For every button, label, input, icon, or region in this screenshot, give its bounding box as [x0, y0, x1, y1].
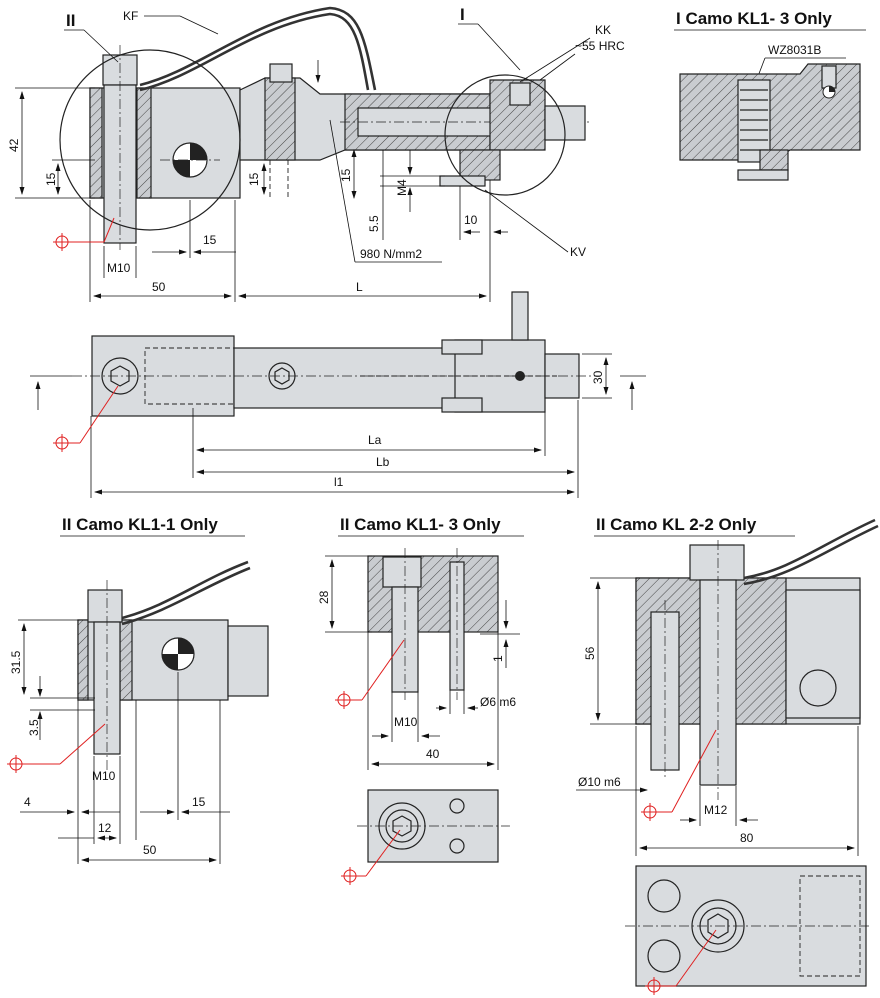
weld-symbol-plan	[52, 433, 72, 453]
dim-50-kl11: 50	[143, 843, 157, 857]
dim-10: 10	[464, 213, 478, 227]
dim-42: 42	[7, 138, 21, 152]
detail-i-view: I Camo KL1- 3 Only WZ8031B	[674, 9, 866, 181]
dim-15-mid: 15	[247, 172, 261, 186]
detail-kl22-view: II Camo KL 2-2 Only	[594, 515, 879, 987]
dim-40: 40	[426, 747, 440, 761]
dim-l1: l1	[334, 475, 344, 489]
detail-kl11-title: II Camo KL1-1 Only	[62, 515, 218, 534]
detail-i-circle	[444, 74, 566, 196]
dim-50: 50	[152, 280, 166, 294]
dim-15-kl11: 15	[192, 795, 206, 809]
strength-label: 980 N/mm2	[360, 247, 422, 261]
dim-la: La	[368, 433, 382, 447]
dim-lb: Lb	[376, 455, 390, 469]
dim-12: 12	[98, 821, 112, 835]
dim-28: 28	[317, 590, 331, 604]
spring-kf	[139, 6, 377, 91]
dim-15-center: 15	[339, 168, 353, 182]
detail-kl22-title: II Camo KL 2-2 Only	[596, 515, 757, 534]
dim-31-5: 31.5	[9, 650, 23, 674]
dim-m10-kl13: M10	[394, 715, 418, 729]
kk-label: KK	[595, 23, 611, 37]
detail-kl13-view: II Camo KL1- 3 Only	[338, 515, 524, 863]
weld-symbol	[52, 232, 72, 252]
detail-i-title: I Camo KL1- 3 Only	[676, 9, 832, 28]
detail-kl13-title: II Camo KL1- 3 Only	[340, 515, 501, 534]
dim-30: 30	[591, 370, 605, 384]
dim-m4: M4	[395, 179, 409, 196]
dim-3-5: 3.5	[27, 719, 41, 736]
hrc-label: ~55 HRC	[575, 39, 625, 53]
detail-ii-circle	[59, 49, 241, 231]
dim-m12: M12	[704, 803, 728, 817]
dim-56: 56	[583, 646, 597, 660]
dim-m10: M10	[107, 261, 131, 275]
dim-l: L	[356, 280, 363, 294]
plan-view	[30, 291, 646, 417]
spring-kf-label: KF	[123, 9, 138, 23]
weld-symbol-kl13	[334, 690, 354, 710]
dim-m10-kl11: M10	[92, 769, 116, 783]
dim-15-bottom: 15	[203, 233, 217, 247]
dim-80: 80	[740, 831, 754, 845]
kv-label: KV	[570, 245, 586, 259]
dim-pin-kl22: Ø10 m6	[578, 775, 621, 789]
dim-4: 4	[24, 795, 31, 809]
detail-i-label: I	[460, 5, 465, 24]
detail-kl11-view: II Camo KL1-1 Only	[60, 515, 269, 770]
dim-5-5: 5.5	[367, 215, 381, 232]
dim-15-left: 15	[44, 172, 58, 186]
detail-i-head	[489, 79, 546, 151]
main-side-view	[59, 6, 590, 250]
part-code: WZ8031B	[768, 43, 821, 57]
weld-symbol-kl11	[6, 754, 26, 774]
weld-symbol-kl13-plan	[340, 866, 360, 886]
detail-ii-label: II	[66, 11, 75, 30]
weld-symbol-kl22	[640, 802, 660, 822]
